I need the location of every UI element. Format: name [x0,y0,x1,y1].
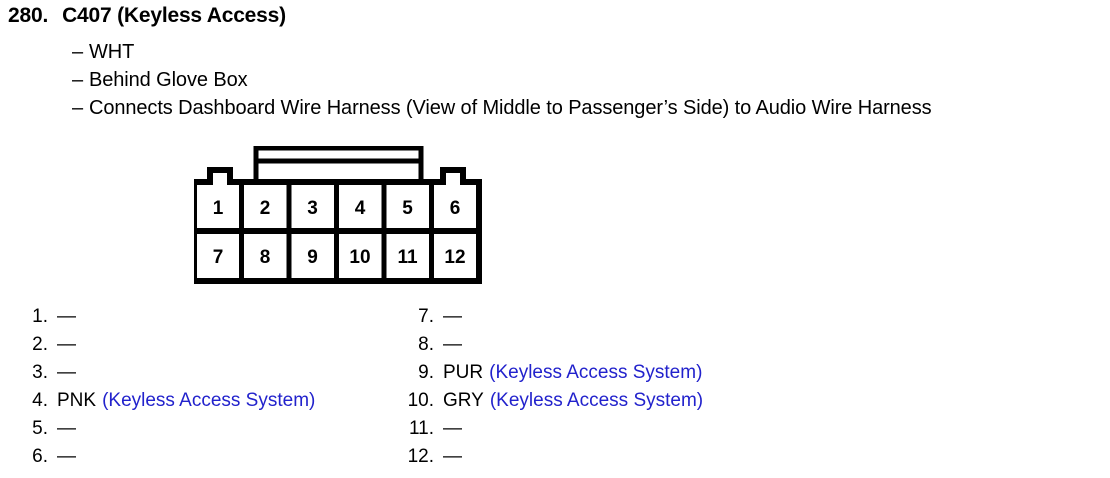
pin-row-3: 3. — [18,362,315,390]
page-title: 280. C407 (Keyless Access) [8,4,286,28]
pin-cell-7: 7 [213,247,224,268]
pin-row-10: 10. GRY (Keyless Access System) [404,390,704,418]
cell-dividers-bottom [239,231,434,281]
dash-bullet-icon: – [72,41,84,63]
pin-number: 7. [418,306,434,327]
pin-row-11: 11. — [404,418,703,446]
pin-number: 1. [32,306,48,327]
pin-number: 2. [32,334,48,355]
dash-bullet-icon: – [72,97,84,119]
pin-number: 8. [418,334,434,355]
attribute-row-wire-color: – WHT [72,41,932,69]
attribute-text: Connects Dashboard Wire Harness (View of… [89,97,932,119]
attribute-list: – WHT – Behind Glove Box – Connects Dash… [72,41,932,125]
pin-cell-11: 11 [397,247,418,268]
item-number: 280. [8,4,49,27]
pin-system-label: (Keyless Access System) [489,390,704,411]
pin-cell-4: 4 [355,198,366,219]
pin-row-9: 9. PUR (Keyless Access System) [404,362,703,390]
attribute-row-connects: – Connects Dashboard Wire Harness (View … [72,97,932,125]
pin-row-2: 2. — [18,334,315,362]
pin-cell-1: 1 [213,198,224,219]
pin-cell-9: 9 [307,247,318,268]
pin-row-7: 7. — [404,306,703,334]
pin-row-1: 1. — [18,306,315,334]
pin-wire-color: PNK [57,390,97,411]
attribute-text: WHT [89,41,135,63]
pin-cell-10: 10 [349,247,370,268]
pin-cell-3: 3 [307,198,318,219]
pin-system-label: (Keyless Access System) [489,362,703,383]
attribute-row-location: – Behind Glove Box [72,69,932,97]
pin-number: 5. [32,418,48,439]
pin-cell-5: 5 [402,198,413,219]
pin-wire-color: — [57,334,76,355]
connector-diagram: 1 2 3 4 5 6 7 8 9 10 11 12 [194,146,484,288]
connector-latch-tab [253,146,424,185]
pin-wire-color: — [57,306,76,327]
pin-row-5: 5. — [18,418,315,446]
pin-cell-6: 6 [450,198,461,219]
pin-number: 10. [407,390,434,411]
pin-number: 12. [407,446,434,467]
pin-number: 6. [32,446,48,467]
pin-row-6: 6. — [18,446,315,474]
latch-outer-rect [253,146,424,185]
pin-column-left: 1. — 2. — 3. — 4. PNK (Keyless Access Sy… [18,306,315,474]
pin-wire-color: GRY [443,390,484,411]
pin-cell-12: 12 [444,247,465,268]
pin-wire-color: — [443,446,462,467]
pin-number: 3. [32,362,48,383]
pin-row-12: 12. — [404,446,703,474]
pin-wire-color: — [57,362,76,383]
dash-bullet-icon: – [72,69,84,91]
pin-cell-8: 8 [260,247,271,268]
connector-id-title: C407 (Keyless Access) [62,4,286,27]
attribute-text: Behind Glove Box [89,69,248,91]
pin-column-right: 7. — 8. — 9. PUR (Keyless Access System)… [404,306,704,474]
pin-row-8: 8. — [404,334,703,362]
pin-system-label: (Keyless Access System) [102,390,316,411]
pin-number: 4. [32,390,48,411]
pin-wire-color: — [57,446,76,467]
pin-wire-color: PUR [443,362,484,383]
pin-cell-2: 2 [260,198,271,219]
connector-outline-svg: 1 2 3 4 5 6 7 8 9 10 11 12 [194,146,482,284]
cell-dividers-top [239,182,434,231]
pin-row-4: 4. PNK (Keyless Access System) [18,390,315,418]
pin-wire-color: — [443,334,462,355]
pin-wire-color: — [443,418,462,439]
pin-wire-color: — [443,306,462,327]
pin-number: 9. [418,362,434,383]
pin-wire-color: — [57,418,76,439]
pin-number: 11. [408,418,434,439]
